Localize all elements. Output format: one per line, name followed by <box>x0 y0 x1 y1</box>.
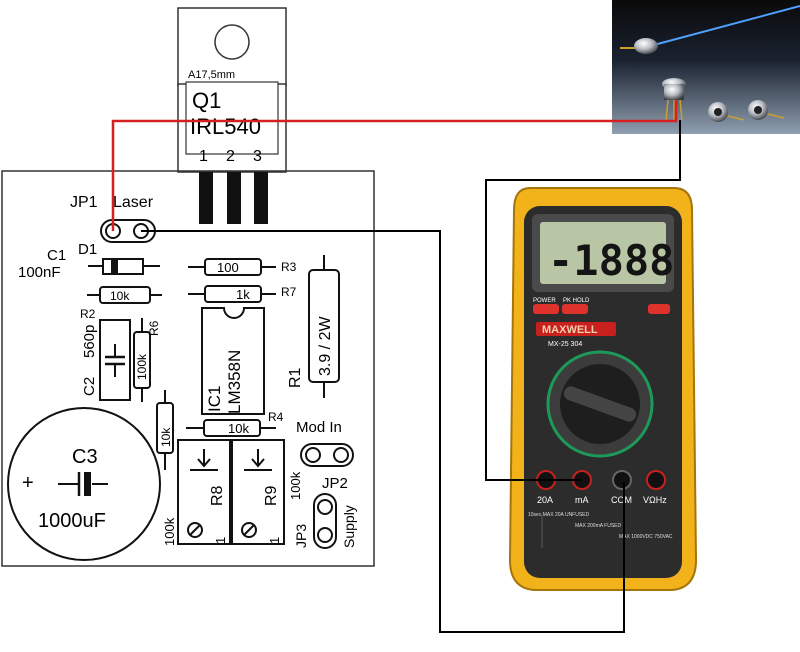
black-wire-laser-cathode-to-ma <box>485 120 681 481</box>
jack-com[interactable] <box>612 470 632 490</box>
function-button[interactable] <box>648 304 670 314</box>
r5-value: 10k <box>159 427 173 447</box>
power-button-label: POWER <box>533 298 556 304</box>
hold-button-label: PK HOLD <box>563 298 590 304</box>
q1-pin-3: 3 <box>253 148 262 165</box>
lcd-display <box>540 222 666 284</box>
laser-diode-can-3 <box>748 100 785 120</box>
jack-20a-label: 20A <box>537 495 553 505</box>
c1-value: 100nF <box>18 264 61 281</box>
r3-label: R3 <box>281 260 297 274</box>
c2-value: 560p <box>81 325 98 358</box>
laser-diode-can-2 <box>708 102 745 122</box>
r7-label: R7 <box>281 285 297 299</box>
r8-pin-1: 1 <box>213 537 228 544</box>
q1-leg-2 <box>227 172 241 224</box>
r9-pin-1: 1 <box>267 537 282 544</box>
laser-label: Laser <box>113 194 154 211</box>
q1-pin-1: 1 <box>199 148 208 165</box>
jp1-label: JP1 <box>70 194 98 211</box>
r1-value: 3.9 / 2W <box>317 316 334 376</box>
diode-d1 <box>88 258 160 275</box>
red-wire-laser-anode <box>111 100 678 231</box>
r4-value: 10k <box>228 421 249 436</box>
ic1-lm358n: IC1 LM358N <box>201 307 265 415</box>
mod-in-label: Mod In <box>296 419 342 436</box>
c1-label: C1 <box>47 247 66 264</box>
laser-diode-can-1 <box>620 38 658 54</box>
c3-label: C3 <box>72 446 98 468</box>
q1-ref-label: Q1 <box>192 88 221 113</box>
warning-20a: 10sec MAX 20A UNFUSED <box>528 512 590 518</box>
ic1-part: LM358N <box>225 350 244 414</box>
transistor-q1: A17,5mm Q1 IRL540 1 2 3 <box>177 7 287 224</box>
model-label: MX-25 304 <box>548 341 582 348</box>
r7-value: 1k <box>236 287 250 302</box>
r8-label: R8 <box>209 485 226 506</box>
ic1-label: IC1 <box>205 386 224 412</box>
q1-pin-2: 2 <box>226 148 235 165</box>
r4-label: R4 <box>268 410 284 424</box>
mounting-hole <box>214 24 250 60</box>
hold-button[interactable] <box>562 304 588 314</box>
q1-leg-1 <box>199 172 213 224</box>
multimeter: -1888 POWER PK HOLD MAXWELL MX-25 304 20… <box>508 187 698 591</box>
r6-value: 100k <box>135 353 149 380</box>
jp3-label: JP3 <box>293 524 309 548</box>
laser-beam <box>649 5 800 47</box>
resistor-r4: 10k R4 <box>186 410 284 437</box>
r2-value: 10k <box>110 289 130 303</box>
jack-vohz-label: VΩHz <box>643 495 667 505</box>
q1-part-label: IRL540 <box>190 114 261 139</box>
c3-plus-sign: + <box>22 472 34 494</box>
black-wire-laser-to-com <box>141 230 625 633</box>
warning-voltage: MAX 1000VDC 750VAC <box>619 534 673 540</box>
r8-value: 100k <box>162 517 177 546</box>
r2-label: R2 <box>80 307 96 321</box>
resistor-r6: 100k R6 <box>133 318 161 402</box>
q1-leg-3 <box>254 172 268 224</box>
jp2-label: JP2 <box>322 475 348 492</box>
power-button[interactable] <box>533 304 559 314</box>
trimmer-r9: R9 1 100k <box>231 439 303 545</box>
resistor-r7: 1k R7 <box>188 285 297 303</box>
q1-dimension-label: A17,5mm <box>188 69 235 81</box>
jp2-mod-in-connector: Mod In JP2 <box>296 419 354 492</box>
laser-diode-can-main <box>662 78 686 121</box>
jack-com-label: COM <box>611 495 632 505</box>
lcd-reading: -1888 <box>548 236 674 285</box>
d1-label: D1 <box>78 241 97 258</box>
jp3-supply-connector: JP3 Supply <box>293 493 357 549</box>
capacitor-c3: C3 1000uF + <box>7 407 161 561</box>
jp1-laser-connector: JP1 Laser D1 <box>70 194 156 258</box>
pcb-outline <box>1 170 375 567</box>
resistor-r2: 10k R2 <box>80 286 162 321</box>
c2-label: C2 <box>81 377 98 396</box>
supply-label: Supply <box>341 505 357 548</box>
jack-vohz[interactable] <box>646 470 666 490</box>
r9-value: 100k <box>288 471 303 500</box>
brand-label: MAXWELL <box>542 324 598 336</box>
jack-ma-label: mA <box>575 495 589 505</box>
r6-label: R6 <box>147 320 161 336</box>
rotary-switch-knob[interactable] <box>562 384 638 423</box>
r1-label: R1 <box>287 367 304 388</box>
r9-label: R9 <box>263 485 280 506</box>
capacitor-c2: C2 560p <box>81 319 131 401</box>
trimmer-r8: R8 1 100k <box>162 439 231 546</box>
resistor-r3: 100 R3 <box>188 258 297 276</box>
brand-badge <box>536 322 616 336</box>
c3-value: 1000uF <box>38 510 106 532</box>
r3-value: 100 <box>217 260 239 275</box>
warning-ma: MAX 200mA FUSED <box>575 523 622 529</box>
laser-diode-photo <box>612 0 800 134</box>
resistor-r1: 3.9 / 2W R1 <box>287 255 340 398</box>
